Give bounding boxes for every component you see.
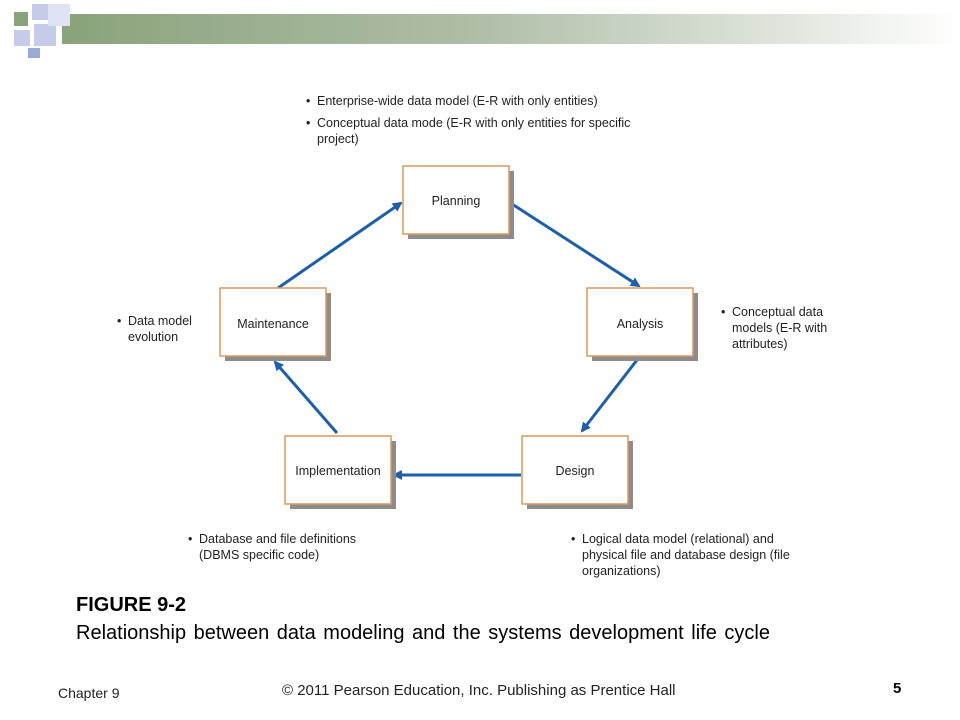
planning-box-label: Planning xyxy=(432,194,481,208)
analysis-box: Analysis xyxy=(586,287,698,361)
implementation-note-item: Database and file definitions (DBMS spec… xyxy=(188,531,378,563)
footer-copyright: © 2011 Pearson Education, Inc. Publishin… xyxy=(282,682,676,699)
figure-caption: Relationship between data modeling and t… xyxy=(76,622,770,644)
design-note-item: Logical data model (relational) and phys… xyxy=(571,531,801,579)
planning-notes: Enterprise-wide data model (E-R with onl… xyxy=(306,93,636,147)
analysis-box-label: Analysis xyxy=(617,317,664,331)
arrow-implementation-to-maintenance xyxy=(273,360,339,434)
design-box: Design xyxy=(521,435,633,509)
analysis-notes: Conceptual data models (E-R with attribu… xyxy=(721,304,846,352)
header-square-blue xyxy=(14,30,30,46)
implementation-box-label: Implementation xyxy=(295,464,381,478)
planning-note-item: Conceptual data mode (E-R with only enti… xyxy=(306,115,636,147)
header-square-lavender-3 xyxy=(48,4,70,26)
arrow-maintenance-to-planning xyxy=(277,201,403,290)
header-square-green xyxy=(14,12,28,26)
footer-page-number: 5 xyxy=(893,680,902,697)
implementation-notes: Database and file definitions (DBMS spec… xyxy=(188,531,378,563)
implementation-box: Implementation xyxy=(284,435,396,509)
planning-note-item: Enterprise-wide data model (E-R with onl… xyxy=(306,93,636,109)
analysis-note-item: Conceptual data models (E-R with attribu… xyxy=(721,304,846,352)
maintenance-note-item: Data model evolution xyxy=(117,313,207,345)
arrow-analysis-to-design xyxy=(580,359,639,433)
header-gradient-bar xyxy=(62,14,960,44)
design-box-label: Design xyxy=(556,464,595,478)
planning-box: Planning xyxy=(402,165,514,239)
header-square-lavender xyxy=(32,4,48,20)
arrow-planning-to-analysis xyxy=(511,202,641,288)
maintenance-notes: Data model evolution xyxy=(117,313,207,345)
design-notes: Logical data model (relational) and phys… xyxy=(571,531,801,579)
header-square-small-blue xyxy=(28,48,40,58)
figure-title: FIGURE 9-2 xyxy=(76,594,187,616)
footer-chapter: Chapter 9 xyxy=(58,685,120,701)
header-square-lavender-2 xyxy=(34,24,56,46)
maintenance-box: Maintenance xyxy=(219,287,331,361)
maintenance-box-label: Maintenance xyxy=(237,317,309,331)
